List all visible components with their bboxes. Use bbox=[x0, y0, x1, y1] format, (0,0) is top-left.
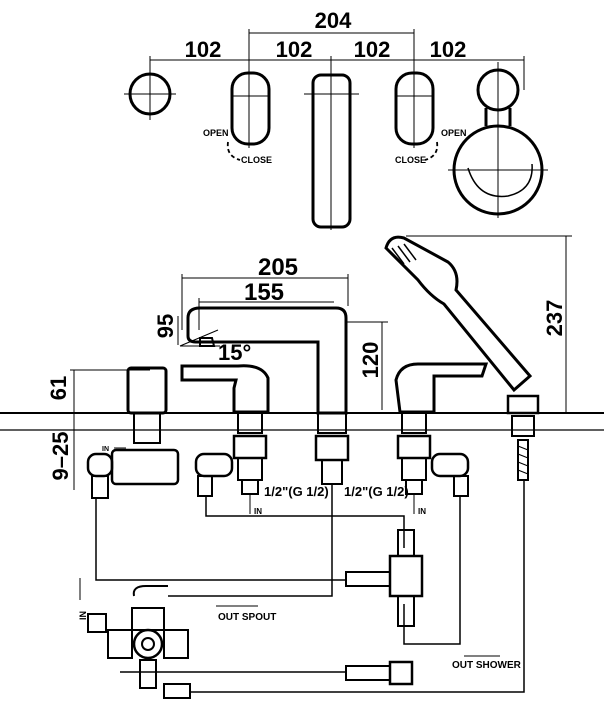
right-handle-side bbox=[394, 362, 489, 414]
dim-61-label: 61 bbox=[46, 376, 71, 400]
dim-95-label: 95 bbox=[153, 314, 178, 338]
in-small-label: IN bbox=[102, 446, 109, 453]
left-cap-side bbox=[126, 366, 168, 415]
dim-102-d-label: 102 bbox=[430, 37, 467, 62]
dim-204-label: 204 bbox=[315, 8, 352, 33]
dim-237-label: 237 bbox=[542, 300, 567, 337]
side-view: 205 155 95 15° 120 61 9–25 IN bbox=[0, 235, 604, 516]
dim-120-label: 120 bbox=[358, 342, 383, 379]
diverter-body bbox=[388, 554, 424, 598]
spout-body bbox=[186, 306, 348, 415]
dim-15deg-label: 15° bbox=[218, 340, 251, 365]
open-left-label: OPEN bbox=[203, 128, 229, 138]
in-right-label: IN bbox=[418, 507, 426, 516]
dim-102-a-label: 102 bbox=[185, 37, 222, 62]
in-side-label: IN bbox=[78, 611, 88, 620]
dim-102-c-label: 102 bbox=[354, 37, 391, 62]
dim-9-25-label: 9–25 bbox=[48, 432, 73, 481]
open-right-label: OPEN bbox=[441, 128, 467, 138]
dim-102-b-label: 102 bbox=[276, 37, 313, 62]
close-left-label: CLOSE bbox=[241, 155, 272, 165]
piping: IN OUT SPOUT OUT SHOWER bbox=[78, 480, 525, 699]
mixer-body bbox=[132, 628, 164, 660]
out-shower-label: OUT SHOWER bbox=[452, 660, 522, 671]
thread-right-label: 1/2"(G 1/2) bbox=[344, 484, 409, 499]
dim-205-label: 205 bbox=[258, 254, 298, 281]
close-right-label: CLOSE bbox=[395, 155, 426, 165]
left-valve-body bbox=[110, 448, 180, 486]
out-spout-label: OUT SPOUT bbox=[218, 612, 276, 623]
dim-155-label: 155 bbox=[244, 279, 284, 306]
thread-left-label: 1/2"(G 1/2) bbox=[264, 484, 329, 499]
hand-shower-top bbox=[448, 62, 548, 218]
hand-shower-side bbox=[384, 235, 540, 481]
top-view: 204 102 102 102 102 OPEN CLOSE OPEN CLOS… bbox=[124, 8, 548, 230]
left-handle-top bbox=[230, 71, 271, 146]
left-handle-side bbox=[180, 364, 270, 414]
in-left-label: IN bbox=[254, 507, 262, 516]
